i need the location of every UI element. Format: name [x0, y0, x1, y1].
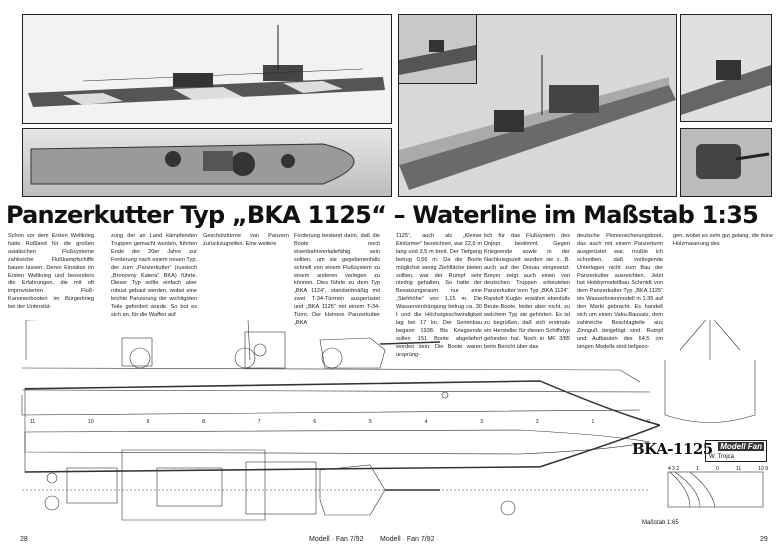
section-label: 10 9: [758, 466, 768, 472]
station-label: 3: [480, 419, 483, 425]
front-view: [664, 320, 756, 423]
station-label: 8: [202, 419, 205, 425]
top-view: [22, 380, 661, 521]
text-column: deutsche Pioniersicherungsboot, das auch…: [577, 233, 663, 350]
modell-fan-badge: Modell Fan W. Trojca: [705, 440, 767, 462]
text-column: Geschütztürme von Panzern zurückzugreife…: [203, 233, 289, 247]
page-number-right: 29: [760, 536, 768, 543]
text-column: Forderung bestand darin, daß die Boote n…: [294, 233, 380, 326]
scale-label: Maßstab 1:65: [642, 520, 679, 526]
section-labels: 4 3 2 1 0 11 10 9: [668, 466, 768, 472]
station-label: 0: [647, 419, 650, 425]
station-label: 7: [257, 419, 261, 425]
station-label: 9: [146, 419, 150, 425]
station-label: 4: [424, 419, 428, 425]
station-label: 5: [368, 419, 372, 425]
station-labels: 11 10 9 8 7 6 5 4 3 2 1 0: [30, 419, 650, 425]
section-label: 4 3 2: [668, 466, 680, 472]
article-title: Panzerkutter Typ „BKA 1125“ – Waterline …: [6, 201, 759, 229]
station-label: 1: [591, 419, 595, 425]
side-view: [21, 320, 651, 416]
text-column: Schon vor dem Ersten Weltkrieg hatte Ruß…: [8, 233, 94, 311]
magazine-issue-left: Modell · Fan 7/92: [309, 536, 364, 543]
ship-plan-drawing: [21, 320, 764, 521]
section-lines: [667, 471, 764, 508]
badge-author: W. Trojca: [709, 454, 735, 460]
text-column: zung der an Land kämpfenden Truppen gema…: [111, 233, 197, 319]
photo-boat-side: [22, 14, 392, 124]
photo-deck-detail: [680, 14, 772, 122]
section-label: 11: [735, 466, 742, 472]
photo-boat-top: [22, 128, 392, 197]
station-label: 2: [535, 419, 539, 425]
section-label: 1: [696, 466, 699, 472]
photo-turret-detail: [680, 128, 772, 197]
station-label: 10: [88, 419, 94, 425]
magazine-issue-right: Modell · Fan 7/92: [380, 536, 435, 543]
text-column: lich für das Flußsystem des Dnjepr besti…: [484, 233, 570, 350]
text-column: gen, wobei es sehr gut gelang, die feine…: [673, 233, 773, 247]
bka-1125-logo: BKA-1125: [632, 440, 713, 458]
text-column: 1125“, auch als „Kleiner Eintürmer“ beze…: [396, 233, 482, 358]
photo-boat-bow: [398, 14, 477, 84]
station-label: 6: [313, 419, 317, 425]
photo-boat-detail-large: [398, 14, 677, 197]
section-label: 0: [716, 466, 719, 472]
station-label: 11: [30, 419, 36, 425]
page-number-left: 28: [20, 536, 28, 543]
badge-brand: Modell Fan: [718, 442, 764, 451]
